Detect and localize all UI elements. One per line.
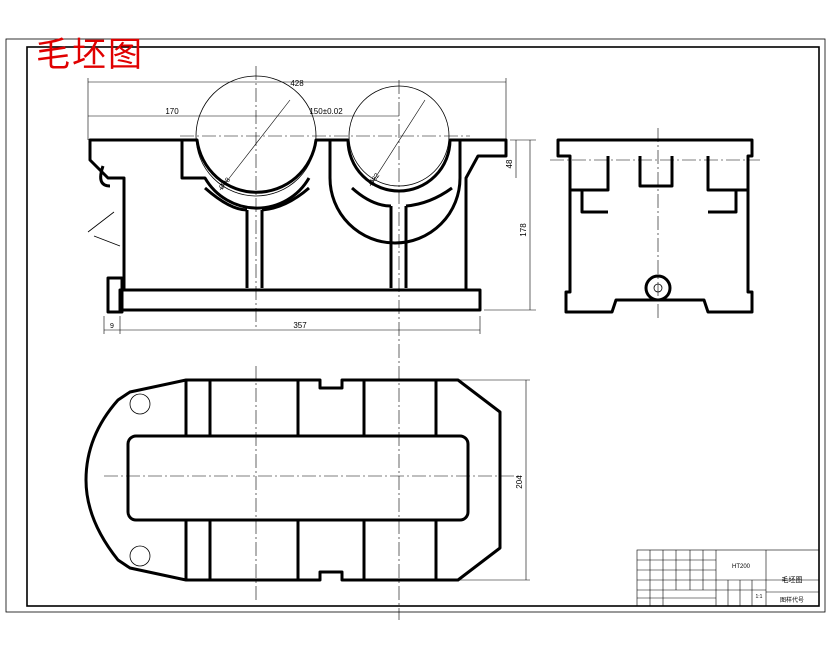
lug-left xyxy=(106,276,124,314)
title-material: HT200 xyxy=(732,564,751,570)
side-outline xyxy=(556,138,754,314)
front-view: 428 170 150±0.02 178 48 357 9 Ø98 Ø82 xyxy=(87,66,536,620)
leader-dia-left xyxy=(219,99,291,191)
outer-border xyxy=(5,38,826,613)
dim-text-top-step: 48 xyxy=(505,159,514,168)
stamp-title: 毛坯图 xyxy=(36,35,144,75)
title-name: 毛坯图 xyxy=(782,575,803,584)
bore-wall-right xyxy=(328,140,462,245)
rib-left-fillet xyxy=(204,186,310,212)
top-outline xyxy=(84,378,502,582)
rib-left xyxy=(245,210,264,288)
top-inner-pocket xyxy=(126,434,470,522)
inner-border xyxy=(26,46,820,607)
dim-text-base-offset: 9 xyxy=(110,323,114,330)
side-upper-pockets xyxy=(568,156,750,192)
dim-text-height: 178 xyxy=(519,223,528,237)
title-scale: 1:1 xyxy=(756,594,763,600)
side-top-slot xyxy=(638,156,674,188)
dim-text-left-offset: 170 xyxy=(165,107,179,116)
top-view: 204 xyxy=(84,366,530,600)
rib-right-fillet xyxy=(350,186,453,208)
leader-dia-right xyxy=(369,99,426,187)
dim-text-width: 204 xyxy=(515,475,524,489)
top-lug-bottom xyxy=(129,545,151,567)
top-lug-top xyxy=(129,393,151,415)
hook-left xyxy=(99,165,111,188)
title-code-label: 图样代号 xyxy=(780,596,804,604)
dim-text-base-length: 357 xyxy=(293,321,307,330)
rib-right xyxy=(389,206,408,288)
angled-detail xyxy=(87,211,121,247)
bore-wall-left xyxy=(180,140,311,210)
dim-text-dia-right: Ø82 xyxy=(368,172,381,187)
dim-text-overall-length: 428 xyxy=(290,79,304,88)
housing-outline xyxy=(88,138,508,312)
side-view xyxy=(550,128,760,320)
dim-text-bore-spacing: 150±0.02 xyxy=(309,107,343,116)
title-block: HT200 毛坯图 图样代号 1:1 xyxy=(636,549,820,607)
side-steps xyxy=(580,190,738,214)
